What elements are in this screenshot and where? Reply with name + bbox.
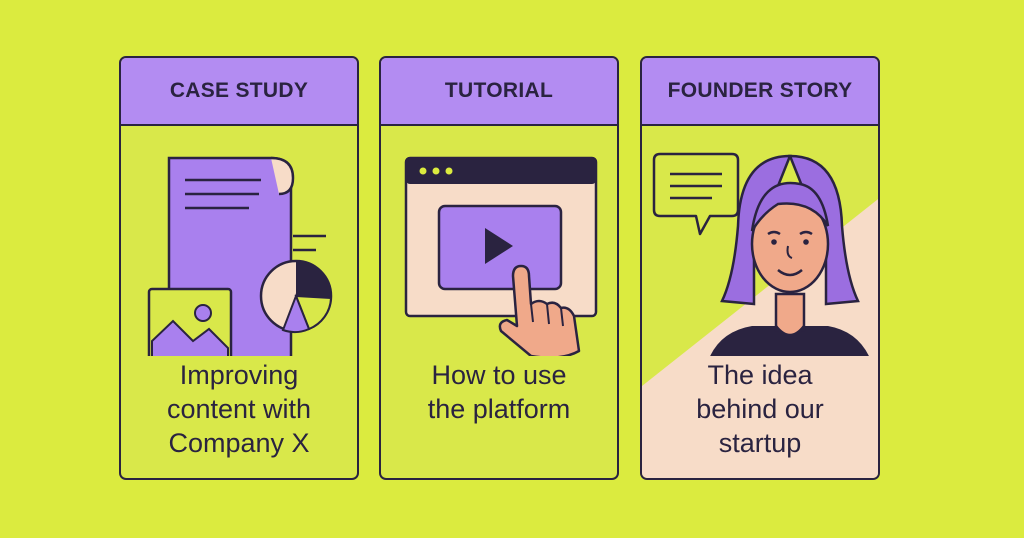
- tutorial-title-line-1: How to use: [431, 360, 567, 390]
- case-study-card[interactable]: CASE STUDY Improving content with Compan…: [119, 56, 359, 480]
- tutorial-illustration: [404, 156, 598, 356]
- case-study-title-line-2: content with: [166, 394, 312, 424]
- founder-story-title-line-1: The idea: [707, 360, 813, 390]
- image-icon: [147, 287, 233, 356]
- founder-story-card[interactable]: FOUNDER STORY The idea behind our: [640, 56, 880, 480]
- pointing-hand-icon: [498, 264, 581, 356]
- founder-story-title-line-3: startup: [718, 428, 802, 458]
- tutorial-title-line-2: the platform: [427, 394, 571, 424]
- play-button-icon: [437, 204, 563, 291]
- case-study-title: Improving content with Company X: [121, 358, 357, 460]
- tutorial-title: How to use the platform: [381, 358, 617, 426]
- person-avatar-icon: [710, 154, 869, 356]
- case-study-title-line-1: Improving: [179, 360, 299, 390]
- speech-bubble-icon: [652, 152, 740, 236]
- tutorial-card[interactable]: TUTORIAL How to use the platform: [379, 56, 619, 480]
- founder-story-label: FOUNDER STORY: [642, 58, 878, 126]
- founder-story-title: The idea behind our startup: [642, 358, 878, 460]
- case-study-label: CASE STUDY: [121, 58, 357, 126]
- tutorial-label: TUTORIAL: [381, 58, 617, 126]
- pie-chart-icon: [259, 259, 333, 334]
- case-study-illustration: [147, 156, 333, 356]
- founder-story-title-line-2: behind our: [696, 394, 824, 424]
- case-study-title-line-3: Company X: [168, 428, 310, 458]
- founder-story-illustration: [652, 152, 869, 356]
